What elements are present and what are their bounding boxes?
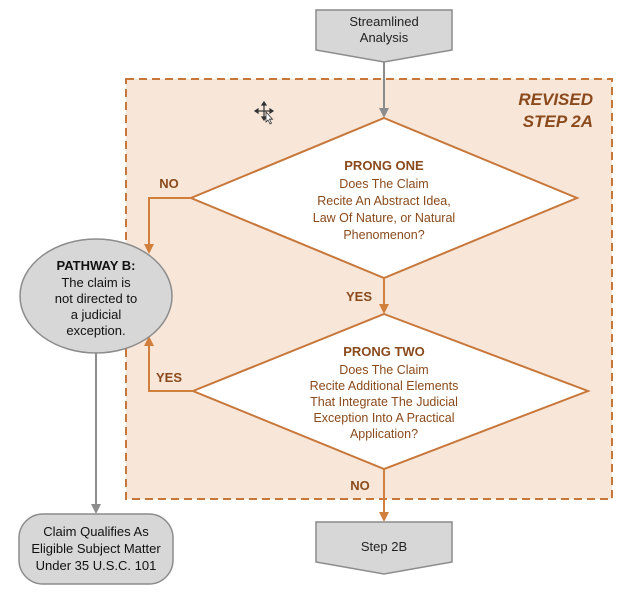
- prong-two-line-4: Exception Into A Practical: [313, 411, 454, 425]
- pathway-b-title: PATHWAY B:: [57, 258, 136, 273]
- claim-qualifies-node: [18, 513, 174, 585]
- prong-one-no-label: NO: [159, 176, 179, 191]
- arrow-prong-two-yes: [144, 336, 193, 392]
- prong-one-line-3: Law Of Nature, or Natural: [313, 211, 455, 225]
- prong-two-line-1: Does The Claim: [339, 363, 428, 377]
- pathway-b-line-2: not directed to: [55, 291, 137, 306]
- region-label-line-2: STEP 2A: [523, 112, 593, 131]
- start-node-line-1: Streamlined: [349, 14, 418, 29]
- step-2b-label: Step 2B: [361, 539, 407, 554]
- prong-two-line-5: Application?: [350, 427, 418, 441]
- prong-one-line-2: Recite An Abstract Idea,: [317, 194, 450, 208]
- pathway-b-line-3: a judicial: [71, 307, 122, 322]
- prong-one-line-4: Phenomenon?: [343, 228, 424, 242]
- start-node-line-2: Analysis: [360, 30, 409, 45]
- claim-qualifies-line-2: Eligible Subject Matter: [31, 541, 161, 556]
- move-cursor-icon: [253, 100, 275, 125]
- start-node-shape: [315, 9, 453, 63]
- prong-one-yes-label: YES: [346, 289, 372, 304]
- prong-two-yes-label: YES: [156, 370, 182, 385]
- prong-one-title: PRONG ONE: [344, 158, 424, 173]
- prong-two-title: PRONG TWO: [343, 344, 425, 359]
- claim-qualifies-line-3: Under 35 U.S.C. 101: [36, 558, 157, 573]
- pathway-b-line-1: The claim is: [61, 275, 131, 290]
- prong-one-line-1: Does The Claim: [339, 177, 428, 191]
- pathway-b-line-4: exception.: [66, 323, 125, 338]
- step-2b-node: [315, 521, 453, 575]
- region-label-line-1: REVISED: [518, 90, 593, 109]
- prong-two-no-label: NO: [350, 478, 370, 493]
- prong-two-line-2: Recite Additional Elements: [310, 379, 459, 393]
- arrow-prong-one-no: [144, 197, 191, 254]
- prong-two-line-3: That Integrate The Judicial: [310, 395, 458, 409]
- claim-qualifies-line-1: Claim Qualifies As: [43, 524, 149, 539]
